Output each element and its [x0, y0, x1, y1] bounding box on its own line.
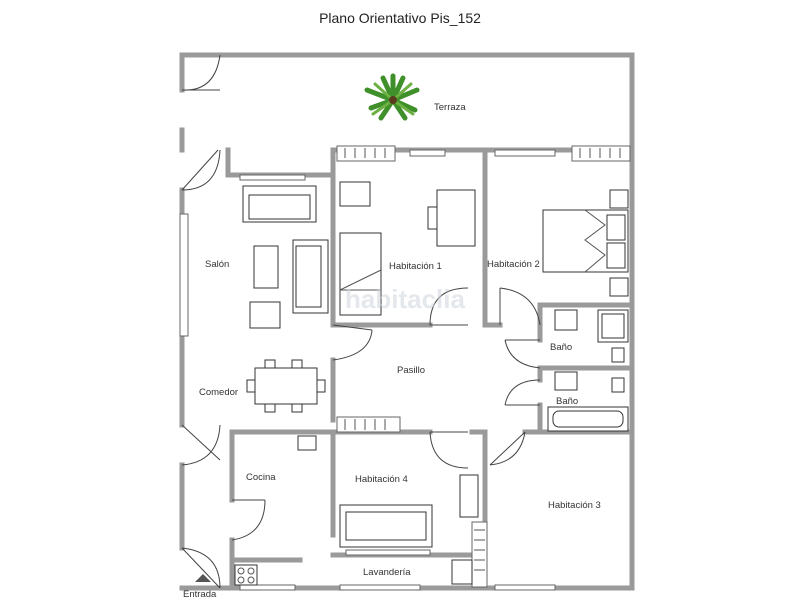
dining-table [254, 367, 318, 405]
window-hab4-b [345, 549, 431, 556]
window-salon-top [239, 174, 306, 181]
furniture [234, 181, 629, 586]
label-comedor: Comedor [199, 387, 238, 398]
label-habitacion2: Habitación 2 [487, 259, 540, 270]
door-hab4 [429, 431, 469, 469]
label-pasillo: Pasillo [397, 365, 425, 376]
toilet-bano1 [611, 347, 625, 363]
label-entrada: Entrada [183, 589, 217, 600]
door-entrada [181, 547, 221, 589]
window-hab3 [494, 584, 556, 591]
sink-bano1 [554, 309, 578, 331]
label-cocina: Cocina [246, 472, 276, 483]
window-salon [179, 213, 189, 337]
toilet-bano2 [611, 377, 625, 393]
bed-hab1 [339, 232, 382, 316]
window-hab2-b [571, 145, 631, 162]
entry-arrow-icon [195, 574, 211, 582]
window-hab4 [336, 416, 401, 433]
plan-title: Plano Orientativo Pis_152 [319, 10, 481, 26]
door-bano2 [504, 379, 541, 406]
window-hab1 [336, 145, 396, 162]
sink-bano2 [554, 371, 578, 391]
door-hab3 [489, 431, 526, 466]
window-cocina [239, 584, 296, 591]
nightstand-hab2-b [609, 277, 629, 297]
nightstand-hab1 [339, 181, 371, 207]
doors [181, 54, 541, 589]
label-habitacion3: Habitación 3 [548, 500, 601, 511]
windows [179, 145, 631, 591]
label-habitacion1: Habitación 1 [389, 261, 442, 272]
window-lav-b [339, 584, 421, 591]
nightstand-hab2-a [609, 189, 629, 209]
window-lav [471, 521, 488, 588]
label-habitacion4: Habitación 4 [355, 474, 408, 485]
label-bano2: Baño [556, 396, 578, 407]
door-terrace [181, 54, 221, 91]
window-hab1-b [409, 149, 446, 157]
door-hab2 [499, 287, 541, 326]
label-terraza: Terraza [434, 102, 466, 113]
door-cocina [231, 499, 266, 541]
kitchen-sink [297, 435, 317, 451]
door-comedor [181, 424, 221, 466]
door-salon-pasillo [332, 324, 373, 361]
watermark: habitaclia [345, 284, 465, 314]
stove [234, 564, 258, 586]
armchair [249, 301, 281, 329]
label-bano1: Baño [550, 342, 572, 353]
label-salon: Salón [205, 259, 229, 270]
door-salon-terrace [181, 149, 221, 191]
washer [451, 559, 473, 585]
desk-hab1 [436, 189, 476, 247]
coffee-table [253, 245, 279, 289]
plant-icon [364, 73, 420, 121]
label-lavanderia: Lavandería [363, 567, 411, 578]
door-hab1 [429, 287, 469, 326]
wardrobe-hab4 [459, 474, 479, 518]
door-bano1 [504, 339, 541, 369]
window-hab2 [494, 149, 556, 157]
